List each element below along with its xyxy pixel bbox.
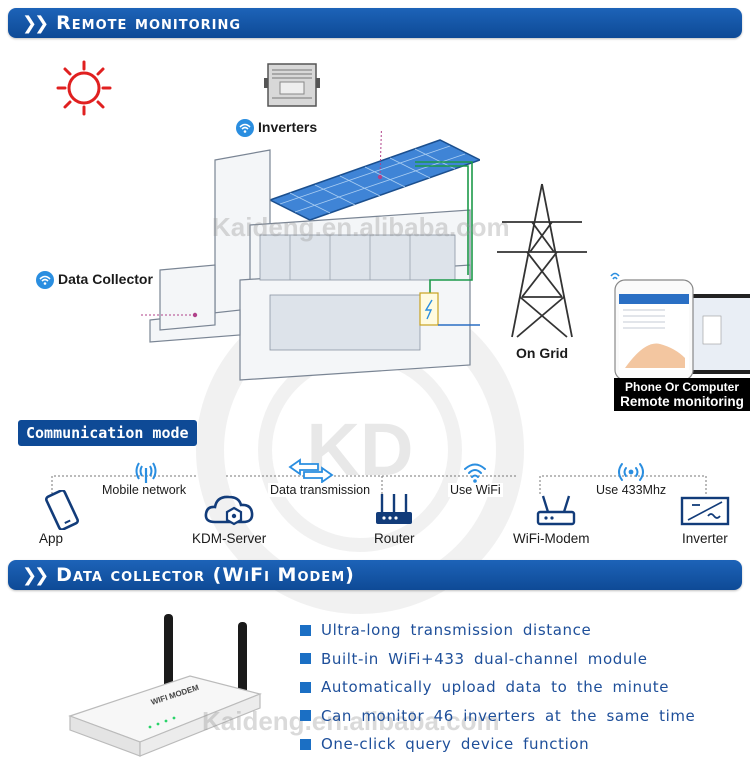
sun-icon <box>56 60 112 116</box>
radio-433-icon <box>618 463 644 481</box>
link-label-mobile-network: Mobile network <box>100 483 189 497</box>
node-label-router: Router <box>374 531 415 546</box>
wifi-signal-icon <box>464 463 486 483</box>
remote-monitoring-caption: Phone Or Computer Remote monitoring <box>614 378 750 411</box>
app-phone-icon <box>45 490 79 530</box>
bullet-square-icon <box>300 710 311 722</box>
caption-line-1: Phone Or Computer <box>624 380 739 394</box>
power-tower-icon <box>497 183 587 338</box>
phone-computer-image <box>610 272 750 380</box>
wifi-modem-product-image: WIFI MODEM <box>68 614 262 757</box>
feature-item: One-click query device function <box>300 730 695 759</box>
node-label-kdm-server: KDM-Server <box>192 531 267 546</box>
link-label-use-433mhz: Use 433Mhz <box>594 483 669 497</box>
communication-mode-title: Communication mode <box>18 420 197 446</box>
section-title: Data collector (WiFi Modem) <box>56 564 355 586</box>
inverters-label: Inverters <box>236 119 317 138</box>
node-label-app: App <box>39 531 64 546</box>
double-chevron-icon: ❯❯ <box>22 564 49 586</box>
data-transmission-icon <box>288 458 334 484</box>
bullet-square-icon <box>300 624 311 636</box>
inverter-icon <box>680 496 730 526</box>
section-banner-remote-monitoring: ❯❯ Remote monitoring <box>8 8 742 38</box>
wifi-modem-icon <box>536 495 576 526</box>
caption-line-2: Remote monitoring <box>620 394 744 409</box>
link-label-data-transmission: Data transmission <box>268 483 373 497</box>
double-chevron-icon: ❯❯ <box>22 12 49 34</box>
node-label-inverter: Inverter <box>682 531 728 546</box>
section-title: Remote monitoring <box>56 12 242 34</box>
cloud-server-icon <box>204 495 254 526</box>
link-label-use-wifi: Use WiFi <box>448 483 503 497</box>
on-grid-label: On Grid <box>516 345 569 361</box>
bullet-square-icon <box>300 653 311 665</box>
mobile-signal-icon <box>135 462 157 484</box>
feature-item: Built-in WiFi+433 dual-channel module <box>300 645 695 674</box>
communication-chain-line <box>51 475 707 494</box>
bullet-square-icon <box>300 681 311 693</box>
node-label-wifi-modem: WiFi-Modem <box>513 531 590 546</box>
data-collector-label: Data Collector <box>36 271 153 290</box>
router-icon <box>376 494 412 524</box>
bullet-square-icon <box>300 738 311 750</box>
section-banner-data-collector: ❯❯ Data collector (WiFi Modem) <box>8 560 742 590</box>
feature-item: Ultra-long transmission distance <box>300 616 695 645</box>
house-solar-diagram <box>140 130 480 381</box>
wifi-icon <box>236 119 254 138</box>
inverter-device-image <box>264 63 320 107</box>
feature-item: Automatically upload data to the minute <box>300 673 695 702</box>
feature-list: Ultra-long transmission distance Built-i… <box>300 616 695 759</box>
wifi-icon <box>36 271 54 290</box>
feature-item: Can monitor 46 inverters at the same tim… <box>300 702 695 731</box>
